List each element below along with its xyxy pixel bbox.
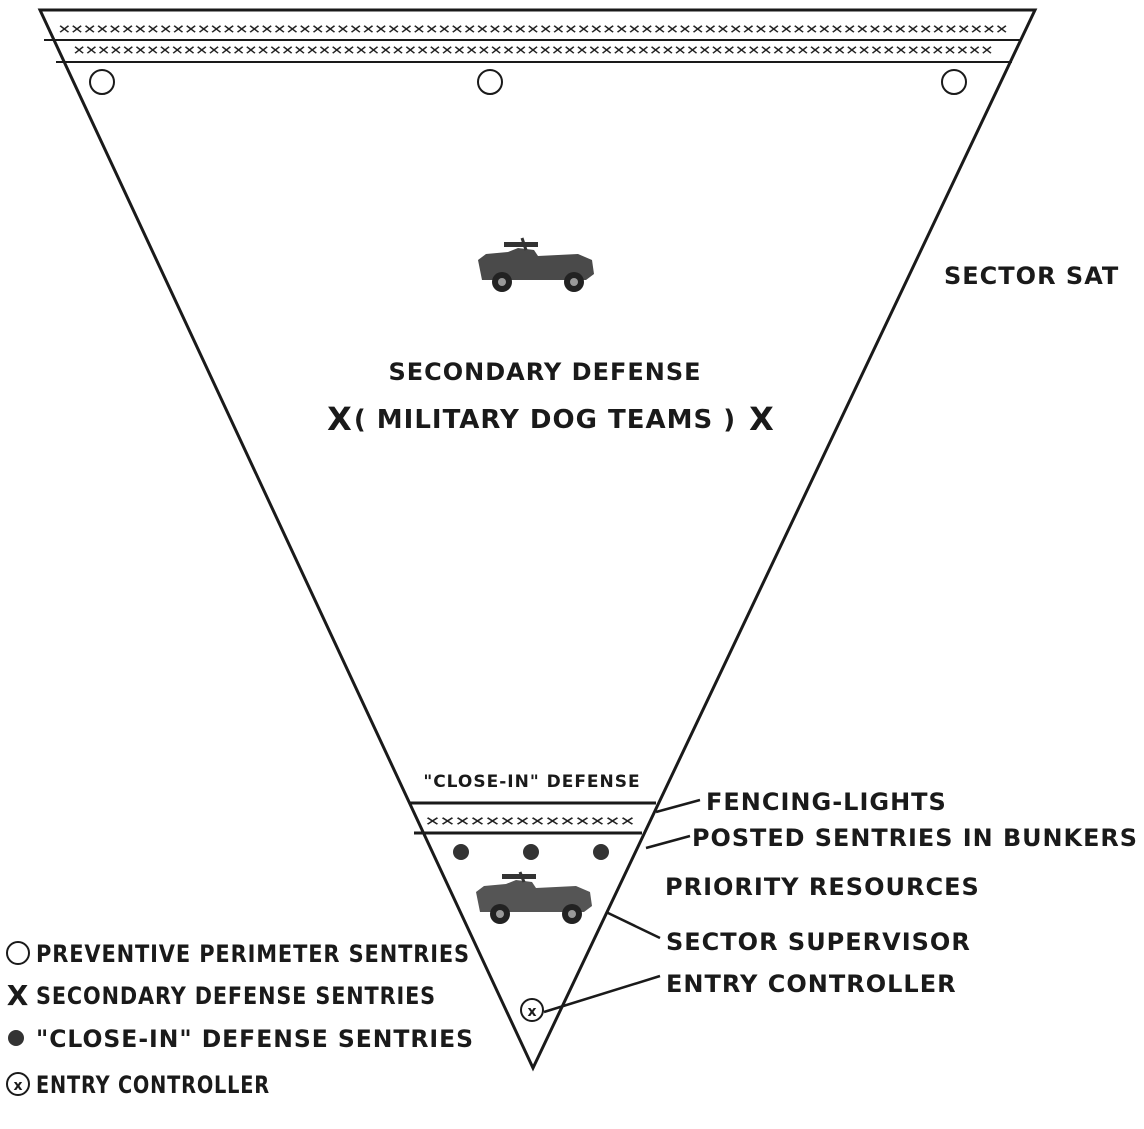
- secondary-sentry-x-right: X: [749, 400, 775, 438]
- posted-sentries-label: POSTED SENTRIES IN BUNKERS: [692, 824, 1138, 852]
- svg-text:x: x: [527, 1004, 536, 1020]
- legend-close-in-label: "CLOSE-IN" DEFENSE SENTRIES: [36, 1025, 474, 1053]
- svg-text:x: x: [13, 1078, 22, 1094]
- priority-resources-label: PRIORITY RESOURCES: [665, 873, 980, 901]
- perimeter-sentry-icon: [90, 70, 114, 94]
- legend-perimeter-label: PREVENTIVE PERIMETER SENTRIES: [36, 940, 470, 968]
- outer-fence-row-2: ××××××××××××××××××××××××××××××××××××××××…: [73, 40, 993, 59]
- close-in-sentry-icon: [593, 844, 609, 860]
- close-in-fence-row: ××××××××××××××: [425, 811, 635, 830]
- military-dog-teams-label: ( MILITARY DOG TEAMS ): [354, 405, 736, 435]
- legend: PREVENTIVE PERIMETER SENTRIES X SECONDAR…: [7, 940, 474, 1099]
- secondary-sentry-x-left: X: [327, 400, 353, 438]
- legend-entry-controller-label: ENTRY CONTROLLER: [36, 1071, 270, 1099]
- supervisor-jeep-icon: [476, 872, 592, 924]
- perimeter-sentry-icon: [942, 70, 966, 94]
- sector-label: SECTOR SAT: [944, 262, 1119, 290]
- jeep-icon: [478, 238, 594, 292]
- close-in-sentry-icon: [523, 844, 539, 860]
- legend-circled-x-icon: x: [7, 1073, 29, 1095]
- outer-fence-row-1: ××××××××××××××××××××××××××××××××××××××××…: [58, 19, 1008, 38]
- legend-x-mark-icon: X: [7, 979, 30, 1012]
- close-in-sentry-icon: [453, 844, 469, 860]
- entry-controller-icon: x: [521, 999, 543, 1021]
- entry-controller-label: ENTRY CONTROLLER: [666, 970, 957, 998]
- close-in-defense-title: "CLOSE-IN" DEFENSE: [423, 772, 640, 792]
- perimeter-sentry-icon: [478, 70, 502, 94]
- secondary-defense-title: SECONDARY DEFENSE: [388, 358, 701, 386]
- sector-supervisor-label: SECTOR SUPERVISOR: [666, 928, 971, 956]
- legend-open-circle-icon: [7, 942, 29, 964]
- legend-filled-dot-icon: [8, 1030, 24, 1046]
- legend-secondary-label: SECONDARY DEFENSE SENTRIES: [36, 982, 436, 1010]
- fencing-lights-label: FENCING-LIGHTS: [706, 788, 947, 816]
